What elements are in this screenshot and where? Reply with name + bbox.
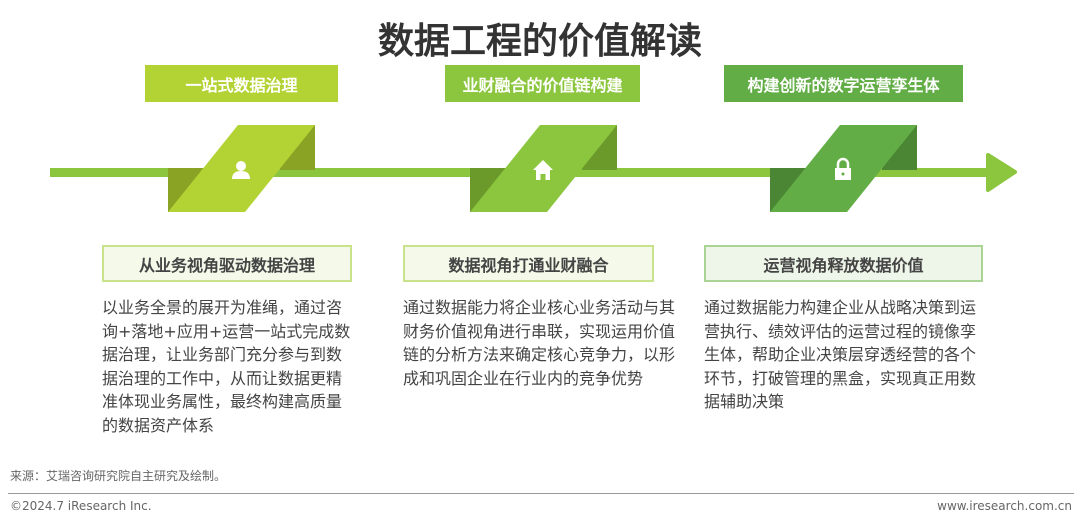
user-icon xyxy=(232,161,250,179)
stage-marker xyxy=(168,125,315,212)
stage-marker xyxy=(770,125,917,212)
website: www.iresearch.com.cn xyxy=(937,499,1072,513)
home-icon xyxy=(533,160,553,180)
stage-description: 通过数据能力将企业核心业务活动与其财务价值视角进行串联，实现运用价值链的分析方法… xyxy=(403,298,676,388)
stage-heading: 运营视角释放数据价值 xyxy=(704,245,983,282)
stage-heading: 数据视角打通业财融合 xyxy=(403,245,654,282)
page-title: 数据工程的价值解读 xyxy=(377,21,702,62)
stage-label: 一站式数据治理 xyxy=(145,65,338,102)
stage-label: 构建创新的数字运营孪生体 xyxy=(724,65,963,102)
source-note: 来源：艾瑞咨询研究院自主研究及绘制。 xyxy=(10,469,227,483)
stage-marker xyxy=(470,125,617,212)
stage-description: 通过数据能力构建企业从战略决策到运营执行、绩效评估的运营过程的镜像孪生体，帮助企… xyxy=(704,298,977,411)
lock-icon xyxy=(835,157,851,180)
timeline-diagram xyxy=(50,125,1017,212)
stage-description: 以业务全景的展开为准绳，通过咨询+落地+应用+运营一站式完成数据治理，让业务部门… xyxy=(102,298,351,435)
copyright: ©2024.7 iResearch Inc. xyxy=(10,499,152,513)
footer-divider xyxy=(8,493,1074,494)
stage-heading: 从业务视角驱动数据治理 xyxy=(102,245,352,282)
stage-label: 业财融合的价值链构建 xyxy=(445,65,640,102)
